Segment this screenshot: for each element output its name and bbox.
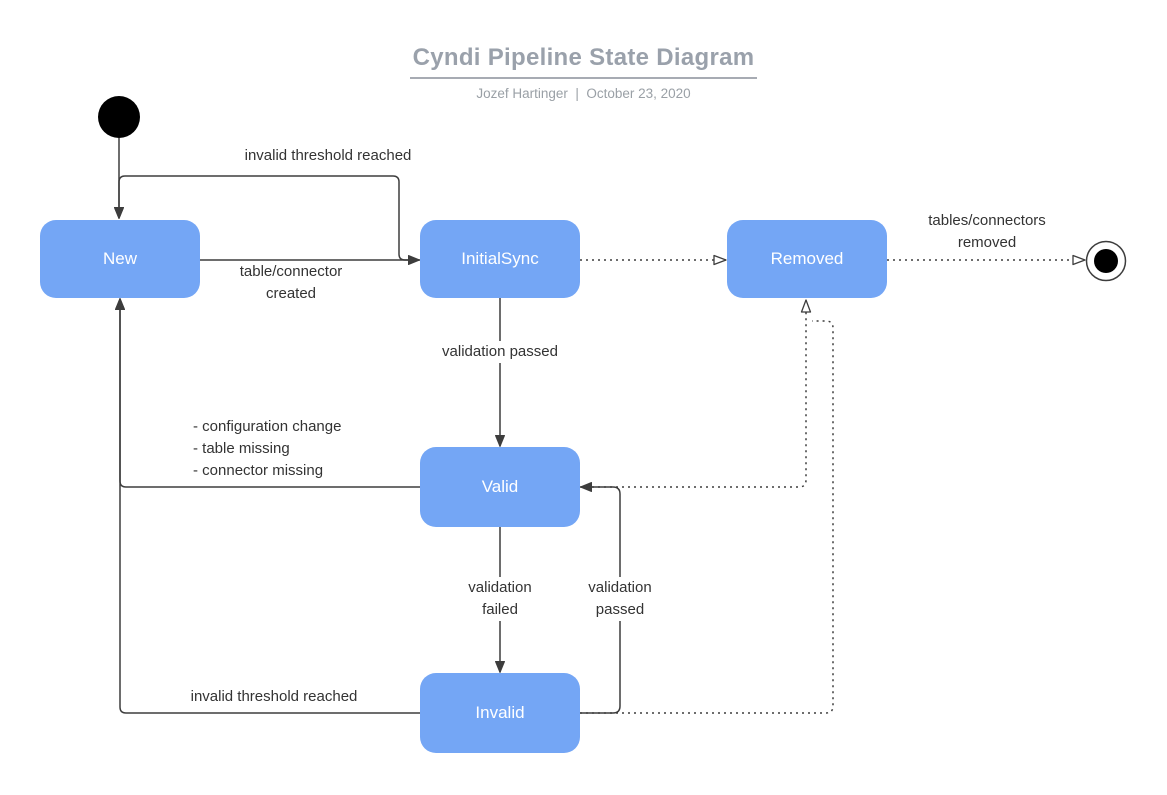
page-title: Cyndi Pipeline State Diagram [409,44,758,79]
edge-label-valid-to-new-reasons: - configuration change - table missing -… [190,416,345,482]
edge-label-table-connector-created: table/connector created [236,261,346,305]
state-valid: Valid [420,447,580,527]
edge-initialsync-to-new [114,175,420,261]
state-initialsync: InitialSync [420,220,580,298]
state-new: New [40,220,200,298]
edge-label-validation-passed-invalid: validation passed [585,577,655,621]
edge-label-validation-passed-initial: validation passed [439,341,561,363]
final-state-node [1085,240,1127,282]
final-state-inner-dot [1094,249,1118,273]
edge-invalid-to-new [115,298,420,714]
diagram-header: Cyndi Pipeline State Diagram Jozef Harti… [0,44,1167,101]
edge-label-invalid-threshold-top: invalid threshold reached [241,145,415,167]
initial-state-node [98,96,140,138]
edge-label-invalid-threshold-bottom: invalid threshold reached [187,686,361,708]
edge-invalid-to-removed [580,320,834,714]
page-subtitle: Jozef Hartinger | October 23, 2020 [476,86,691,101]
edge-label-tables-connectors-removed: tables/connectors removed [925,210,1049,254]
edge-valid-to-removed [580,299,812,488]
state-removed: Removed [727,220,887,298]
state-invalid: Invalid [420,673,580,753]
edge-label-validation-failed: validation failed [465,577,535,621]
